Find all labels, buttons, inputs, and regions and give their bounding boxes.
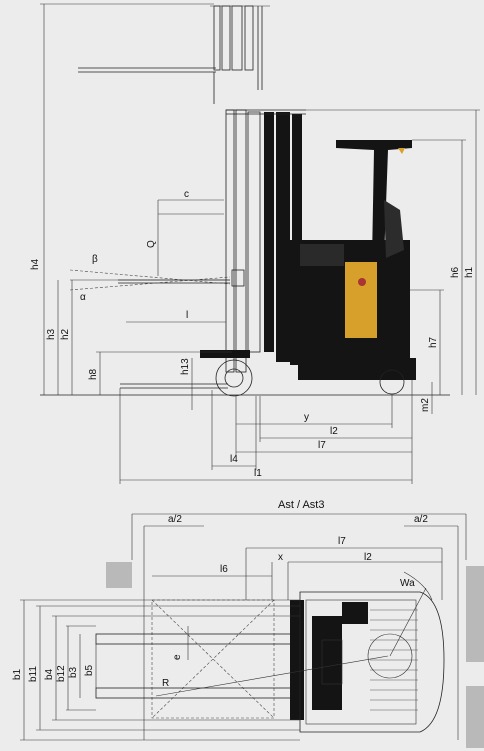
label-beta: β [92, 254, 98, 265]
label-h4: h4 [30, 258, 41, 270]
gray-block-left [106, 562, 132, 588]
label-top-x: x [278, 552, 283, 563]
label-top-l7: l7 [338, 536, 346, 547]
gray-block-right-bottom [466, 686, 484, 748]
label-a2-right: a/2 [414, 514, 428, 525]
top-view: Ast / Ast3 [12, 499, 484, 748]
forks-top [95, 633, 293, 699]
label-top-l6: l6 [220, 564, 228, 575]
turning-arc-wa [403, 571, 433, 601]
bottom-dimensions [119, 380, 413, 484]
label-y: y [304, 412, 309, 423]
label-m2: m2 [420, 398, 431, 412]
label-c: c [184, 189, 189, 200]
label-h6: h6 [450, 266, 461, 278]
label-Wa: Wa [400, 578, 415, 589]
lowered-mast [225, 109, 306, 373]
label-a2-left: a/2 [168, 514, 182, 525]
label-b12: b12 [56, 665, 67, 682]
label-l7: l7 [318, 440, 326, 451]
truck-body [290, 140, 416, 380]
label-top-l2: l2 [364, 552, 372, 563]
label-Q: Q [146, 240, 157, 248]
label-b1: b1 [12, 668, 23, 680]
pallet-outline [151, 599, 275, 719]
label-b4: b4 [44, 668, 55, 680]
label-b5: b5 [84, 664, 95, 676]
label-l4: l4 [230, 454, 238, 465]
side-view: h4 h3 h2 h8 h13 h6 h1 h7 m2 c Q α β l y … [30, 3, 480, 484]
forks-lowered [69, 269, 231, 389]
radius-line [155, 655, 389, 697]
label-h13: h13 [180, 358, 191, 375]
truck-top [290, 591, 445, 733]
label-h8: h8 [88, 368, 99, 380]
label-e: e [172, 654, 183, 660]
title-ast: Ast / Ast3 [278, 499, 324, 511]
label-h1: h1 [464, 266, 475, 278]
width-dimensions [20, 599, 300, 741]
label-l: l [186, 310, 188, 321]
label-l1: l1 [254, 468, 262, 479]
label-b3: b3 [68, 666, 79, 678]
left-dimensions [40, 3, 232, 410]
right-dimensions [306, 109, 480, 414]
gray-block-right-top [466, 566, 484, 662]
label-R: R [162, 678, 169, 689]
label-b11: b11 [28, 666, 39, 682]
label-l2: l2 [330, 426, 338, 437]
label-alpha: α [80, 292, 86, 303]
raised-mast [78, 5, 270, 104]
label-h7: h7 [428, 336, 439, 348]
label-h2: h2 [60, 328, 71, 340]
label-h3: h3 [46, 328, 57, 340]
